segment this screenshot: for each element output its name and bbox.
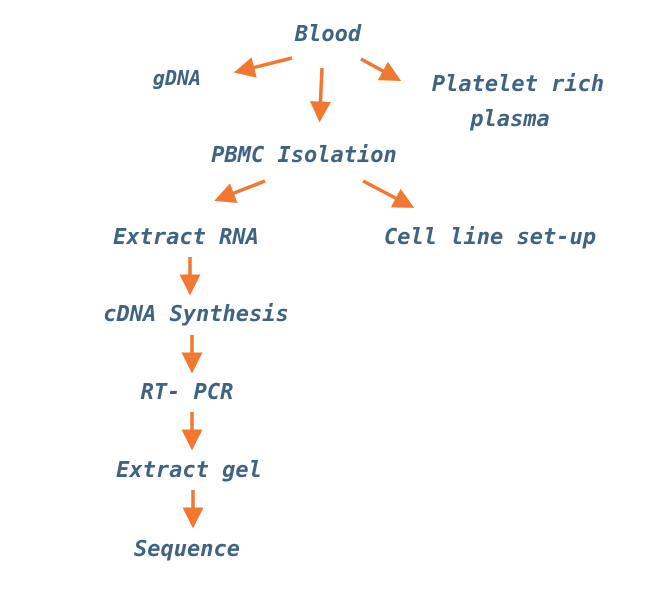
arrow-blood-to-prp: [360, 57, 402, 82]
node-gdna: gDNA: [152, 66, 202, 90]
node-cdna-synthesis: cDNA Synthesis: [103, 302, 289, 327]
node-rt-pcr: RT- PCR: [140, 380, 234, 405]
node-sequence: Sequence: [134, 537, 240, 562]
node-prp-line2: plasma: [470, 107, 550, 132]
node-blood: Blood: [294, 22, 362, 47]
node-extract-rna: Extract RNA: [113, 225, 259, 250]
node-extract-gel: Extract gel: [116, 458, 262, 483]
arrow-blood-to-gdna: [233, 56, 293, 78]
node-prp-line1: Platelet rich: [431, 72, 605, 97]
node-pbmc-isolation: PBMC Isolation: [211, 143, 397, 168]
arrow-pbmc-to-cellline: [362, 179, 415, 208]
arrow-blood-to-pbmc: [309, 67, 331, 123]
arrow-pbmc-to-rna: [214, 179, 266, 203]
node-cell-line: Cell line set-up: [384, 225, 596, 250]
